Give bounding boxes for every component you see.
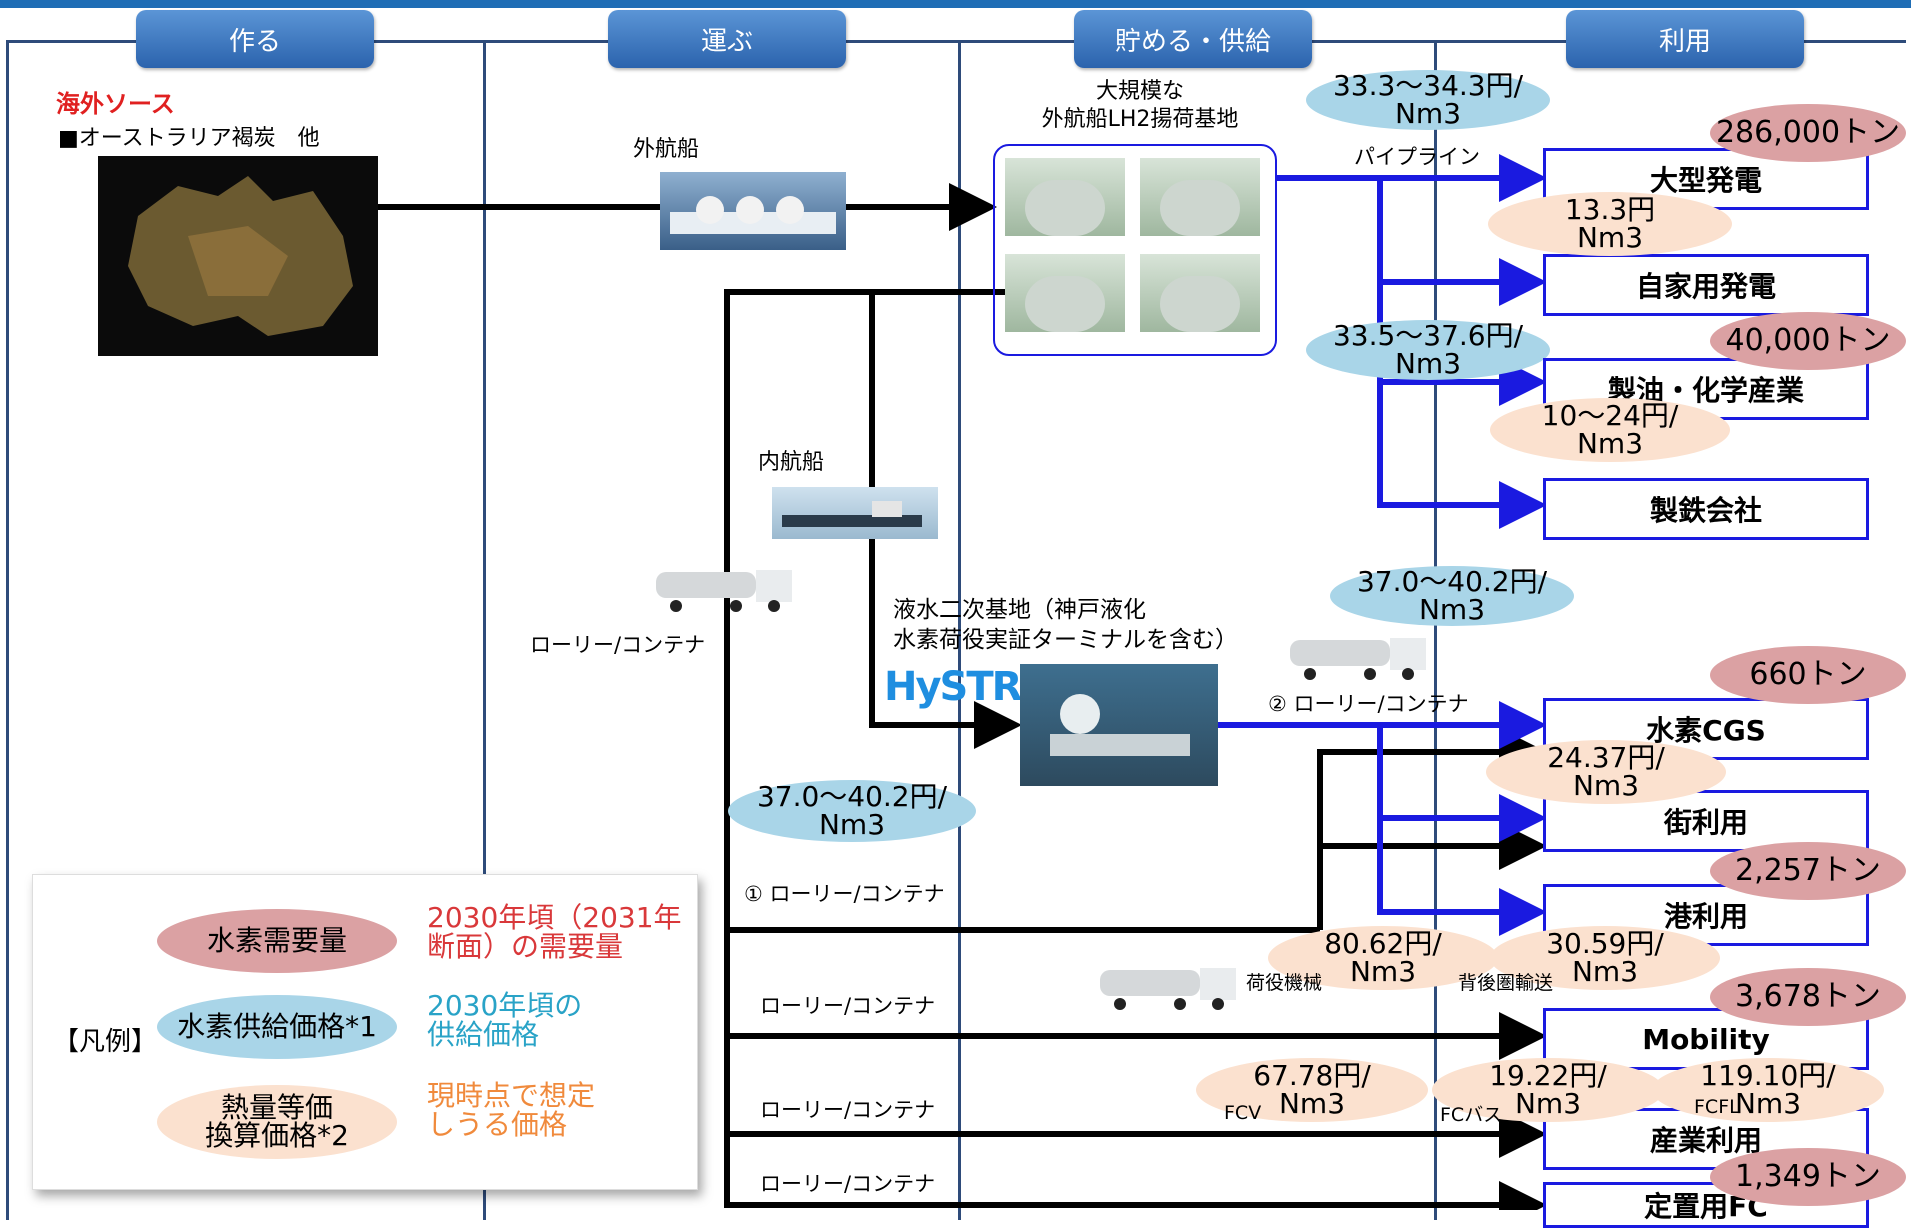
inner-ship-image [772,487,938,539]
tag-cargo: 荷役機械 [1246,972,1323,994]
large-base-box [993,144,1277,356]
pipeline-label: パイプライン [1354,145,1480,169]
heat-price-badge: 30.59円/ Nm3 [1490,926,1720,990]
lorry-label: ローリー/コンテナ [760,994,936,1018]
legend-panel: 【凡例】 水素需要量 2030年頃（2031年 断面）の需要量 水素供給価格*1… [32,874,698,1190]
column-divider [1434,40,1437,1220]
column-divider [958,40,961,1220]
outer-ship-image [660,172,846,250]
legend-heat-badge: 熱量等価 換算価格*2 [157,1085,397,1159]
demand-badge: 286,000トン [1710,104,1906,162]
supply-price-badge: 33.3〜34.3円/ Nm3 [1306,70,1550,130]
heat-price-badge: 19.22円/ Nm3 [1432,1058,1664,1122]
demand-badge: 3,678トン [1710,968,1906,1026]
truck-image [656,564,796,614]
lorry-1-label: ① ローリー/コンテナ [744,882,945,906]
header-transport: 運ぶ [608,10,846,68]
lh2-tank-image [1140,158,1260,236]
demand-badge: 2,257トン [1710,842,1906,900]
lorry-label: ローリー/コンテナ [760,1172,936,1196]
frame-top [6,40,1906,43]
legend-demand-badge: 水素需要量 [157,909,397,973]
lorry-label: ローリー/コンテナ [760,1098,936,1122]
heat-price-badge: 13.3円 Nm3 [1488,192,1732,256]
secondary-base-label: 液水二次基地（神戸液化 水素荷役実証ターミナルを含む） [893,597,1238,653]
demand-badge: 1,349トン [1710,1148,1906,1206]
demand-badge: 660トン [1710,646,1906,704]
tag-fcv: FCV [1224,1102,1262,1124]
tag-hinterland: 背後圏輸送 [1458,972,1554,994]
column-divider [483,40,486,1220]
demand-badge: 40,000トン [1710,312,1906,370]
tag-fcbus: FCバス [1440,1104,1503,1126]
header-use: 利用 [1566,10,1804,68]
heat-price-badge: 80.62円/ Nm3 [1268,926,1498,990]
header-store: 貯める・供給 [1074,10,1312,68]
heat-price-badge: 24.37円/ Nm3 [1486,740,1726,804]
use-box-private-power: 自家用発電 [1543,254,1869,316]
heat-price-badge: 10〜24円/ Nm3 [1490,398,1730,462]
secondary-base-image [1020,664,1218,786]
legend-title: 【凡例】 [53,1027,158,1057]
source-title: 海外ソース [56,90,175,118]
supply-price-badge: 37.0〜40.2円/ Nm3 [728,780,976,842]
tag-fcfl: FCFL [1694,1096,1740,1118]
header-make: 作る [136,10,374,68]
supply-price-badge: 37.0〜40.2円/ Nm3 [1330,566,1574,626]
large-base-label: 大規模な 外航船LH2揚荷基地 [1041,79,1239,132]
truck-image [1100,962,1240,1012]
source-item: ■オーストラリア褐炭 他 [58,126,320,151]
outer-ship-label: 外航船 [633,137,700,162]
legend-supply-desc: 2030年頃の 供給価格 [427,989,583,1052]
heat-price-badge: 119.10円/ Nm3 [1652,1058,1884,1122]
legend-demand-desc: 2030年頃（2031年 断面）の需要量 [427,901,682,964]
lh2-tank-image [1140,254,1260,332]
lh2-tank-image [1005,254,1125,332]
column-divider [6,40,9,1220]
australia-map-image [98,156,378,356]
top-bar [0,0,1911,8]
legend-supply-badge: 水素供給価格*1 [157,995,397,1059]
heat-price-badge: 67.78円/ Nm3 [1196,1058,1428,1122]
lorry-2-label: ② ローリー/コンテナ [1268,692,1469,716]
inner-ship-label: 内航船 [758,450,825,475]
lh2-tank-image [1005,158,1125,236]
truck-image [1290,632,1430,682]
supply-price-badge: 33.5〜37.6円/ Nm3 [1306,320,1550,380]
lorry-label: ローリー/コンテナ [530,633,706,657]
legend-heat-desc: 現時点で想定 しうる価格 [427,1079,596,1142]
use-box-steel: 製鉄会社 [1543,478,1869,540]
